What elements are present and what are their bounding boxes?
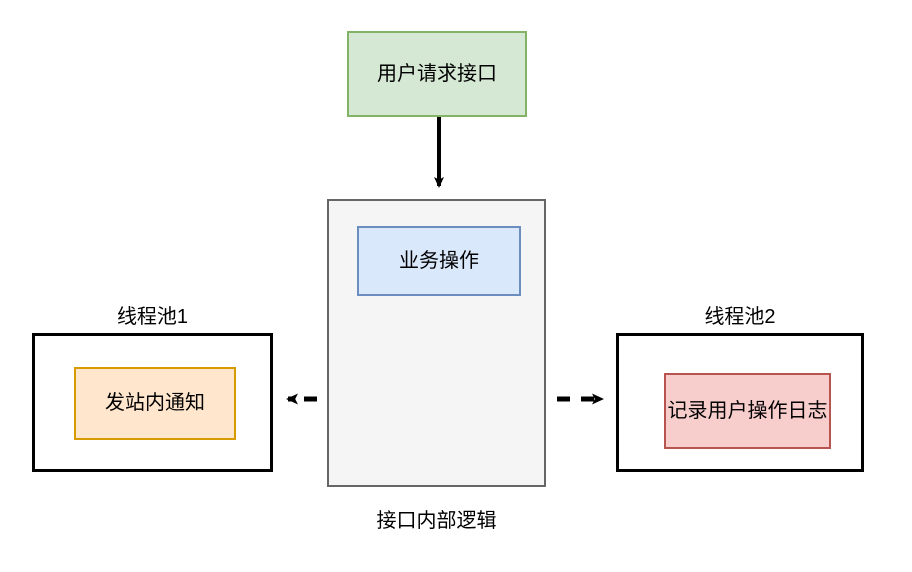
node-business-operation[interactable]: 业务操作 — [357, 226, 521, 296]
node-operation-log[interactable]: 记录用户操作日志 — [664, 373, 831, 449]
node-user-request[interactable]: 用户请求接口 — [347, 31, 527, 117]
label-interface-logic: 接口内部逻辑 — [376, 510, 497, 532]
node-site-notification[interactable]: 发站内通知 — [74, 367, 236, 440]
label-thread-pool-1: 线程池1 — [116, 306, 189, 328]
label-thread-pool-2: 线程池2 — [704, 306, 776, 328]
